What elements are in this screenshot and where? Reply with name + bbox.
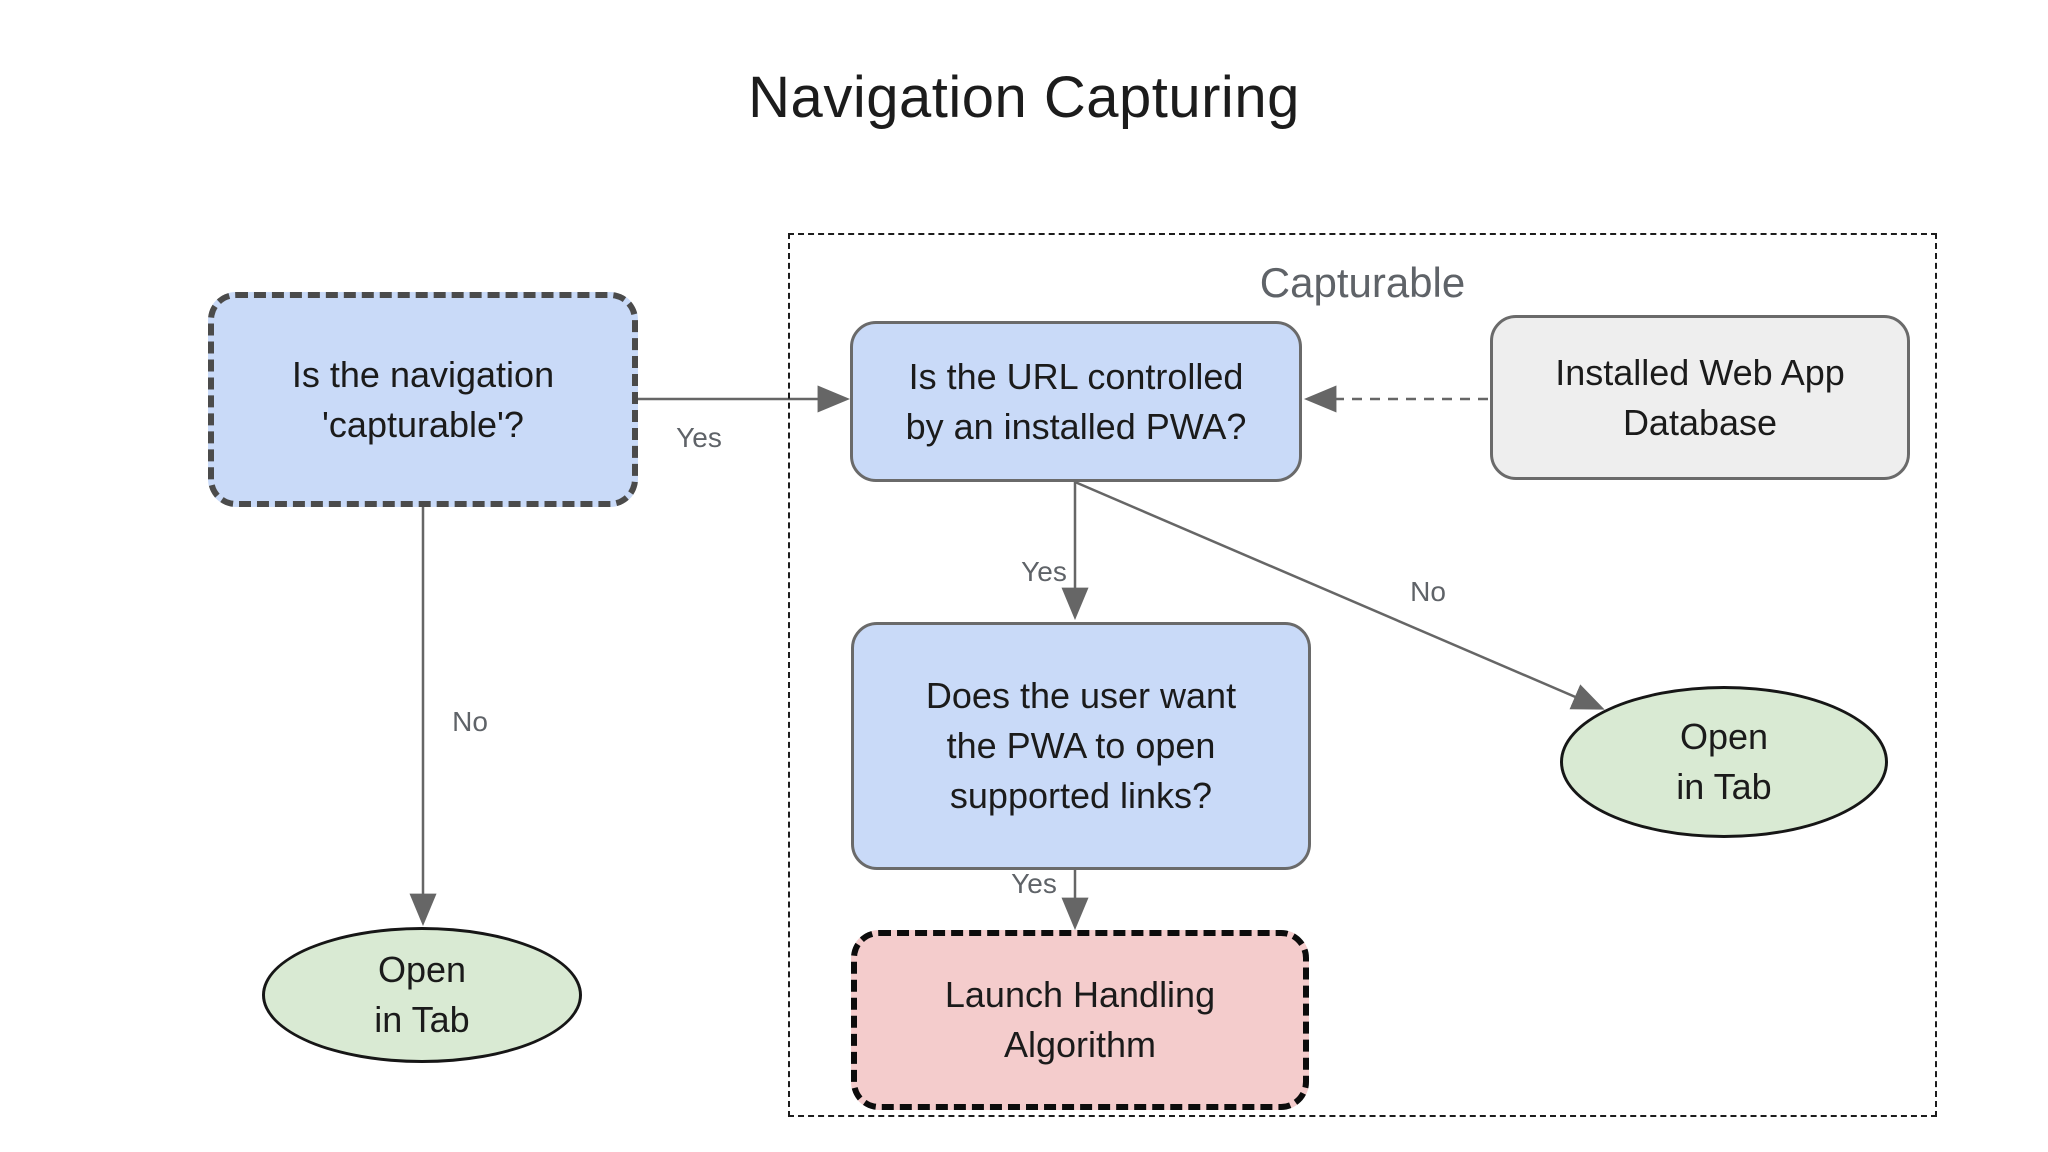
- node-text-line: Is the navigation: [291, 353, 555, 395]
- node-user-wants-pwa-open-links: Does the user want the PWA to open suppo…: [851, 622, 1311, 870]
- node-text-line: in Tab: [1676, 766, 1772, 807]
- node-installed-web-app-database: Installed Web App Database: [1490, 315, 1910, 480]
- edge-label-url-yes: Yes: [1021, 556, 1067, 587]
- capturable-group-label: Capturable: [1259, 259, 1466, 306]
- node-text-line: Open: [1679, 716, 1769, 758]
- node-text-line: Database: [1622, 401, 1778, 443]
- terminal-open-in-tab-right: Open in Tab: [1560, 686, 1888, 838]
- node-text-line: supported links?: [949, 774, 1213, 816]
- node-text-line: Open: [377, 949, 467, 991]
- node-text-line: in Tab: [374, 999, 470, 1040]
- edge-label-capturable-no: No: [452, 706, 488, 737]
- capturable-group: Capturable: [788, 233, 1937, 1117]
- node-text-line: Launch Handling: [944, 974, 1216, 1016]
- node-is-navigation-capturable: Is the navigation 'capturable'?: [208, 292, 638, 507]
- node-text-line: 'capturable'?: [322, 403, 524, 445]
- node-is-url-controlled-by-pwa: Is the URL controlled by an installed PW…: [850, 321, 1302, 482]
- edge-label-capturable-yes: Yes: [676, 422, 722, 453]
- node-text-line: by an installed PWA?: [905, 405, 1247, 447]
- edge-label-user-yes: Yes: [1011, 868, 1057, 899]
- terminal-open-in-tab-left: Open in Tab: [262, 927, 582, 1063]
- node-text-line: the PWA to open: [946, 725, 1216, 767]
- edge-label-url-no: No: [1410, 576, 1446, 607]
- node-launch-handling-algorithm: Launch Handling Algorithm: [851, 930, 1309, 1110]
- node-text-line: Does the user want: [925, 675, 1237, 717]
- node-text-line: Algorithm: [1003, 1024, 1157, 1065]
- page-title: Navigation Capturing: [748, 65, 1300, 130]
- node-text-line: Is the URL controlled: [908, 355, 1244, 397]
- node-text-line: Installed Web App: [1555, 351, 1845, 393]
